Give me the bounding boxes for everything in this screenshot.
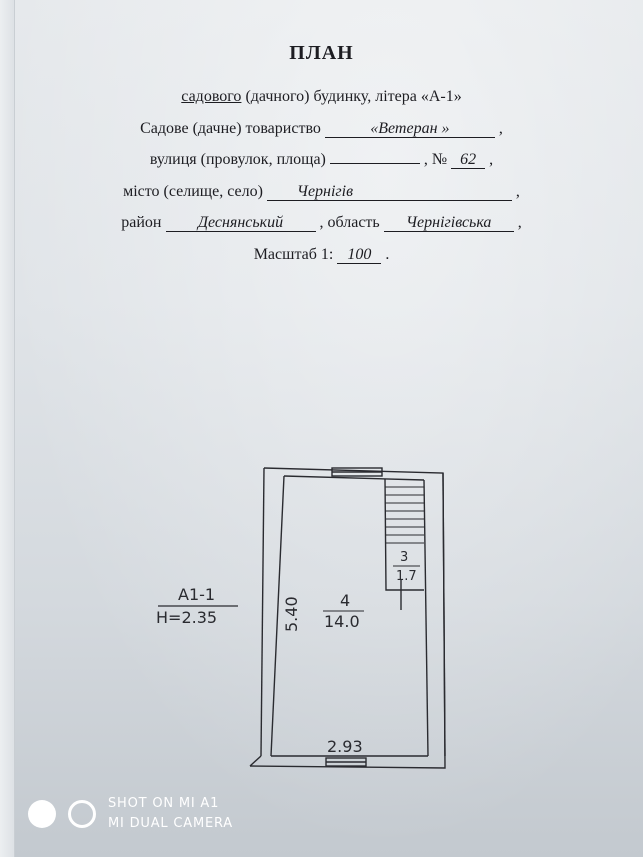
building-type-underlined: садового: [181, 88, 242, 105]
right-wall-inner: [423, 479, 429, 757]
page-edge: [0, 0, 15, 857]
stair-room-number: 3: [400, 550, 408, 565]
left-wall-inner: [270, 475, 285, 757]
right-wall-outer: [442, 472, 446, 757]
street-label: вулиця (провулок, площа): [149, 151, 326, 168]
street-end: ,: [489, 151, 494, 168]
city-value: Чернігів: [266, 183, 512, 201]
watermark-ring-icon: [68, 800, 96, 828]
camera-watermark: SHOT ON MI A1 MI DUAL CAMERA: [28, 794, 233, 834]
street-value: [329, 163, 420, 164]
region-end: ,: [517, 214, 522, 231]
watermark-dot-icon: [28, 800, 56, 828]
society-end: ,: [498, 120, 503, 137]
scale-value: 100: [337, 246, 382, 264]
top-wall-inner: [283, 475, 425, 481]
building-type-line: садового (дачного) будинку, літера «А-1»: [0, 88, 643, 106]
street-line: вулиця (провулок, площа) , № 62 ,: [0, 151, 643, 169]
street-number: 62: [451, 151, 486, 169]
bottom-left-corner: [249, 755, 262, 767]
district-line: район Деснянський , область Чернігівська…: [0, 214, 643, 232]
society-label: Садове (дачне) товариство: [140, 120, 321, 137]
scale-label: Масштаб 1:: [253, 246, 334, 263]
region-sep: , область: [319, 214, 380, 231]
watermark-line1: SHOT ON MI A1: [108, 796, 220, 811]
scale-end: .: [385, 246, 390, 263]
watermark-text: SHOT ON MI A1 MI DUAL CAMERA: [108, 794, 233, 834]
length-dimension: 5.40: [282, 596, 301, 632]
document-title: ПЛАН: [289, 42, 354, 64]
stair-steps: [385, 486, 424, 544]
stair-room-area: 1.7: [396, 569, 417, 584]
society-line: Садове (дачне) товариство «Ветеран » ,: [0, 120, 643, 138]
district-label: район: [121, 214, 162, 231]
city-label: місто (селище, село): [123, 183, 263, 200]
stair-partition: [384, 478, 424, 591]
city-line: місто (селище, село) Чернігів ,: [0, 183, 643, 201]
scale-line: Масштаб 1: 100 .: [0, 246, 643, 264]
region-value: Чернігівська: [383, 214, 514, 232]
left-wall-outer: [260, 467, 265, 757]
main-room-area: 14.0: [324, 612, 360, 631]
width-dimension: 2.93: [327, 737, 363, 756]
main-room-number: 4: [340, 591, 350, 610]
street-number-sep: , №: [423, 151, 448, 168]
district-value: Деснянський: [165, 214, 316, 232]
watermark-line2: MI DUAL CAMERA: [108, 816, 233, 831]
building-type-rest: (дачного) будинку, літера «А-1»: [241, 88, 462, 105]
building-height: Н=2.35: [156, 608, 217, 627]
society-value: «Ветеран »: [324, 120, 495, 138]
building-id: А1-1: [178, 585, 215, 604]
city-end: ,: [515, 183, 520, 200]
